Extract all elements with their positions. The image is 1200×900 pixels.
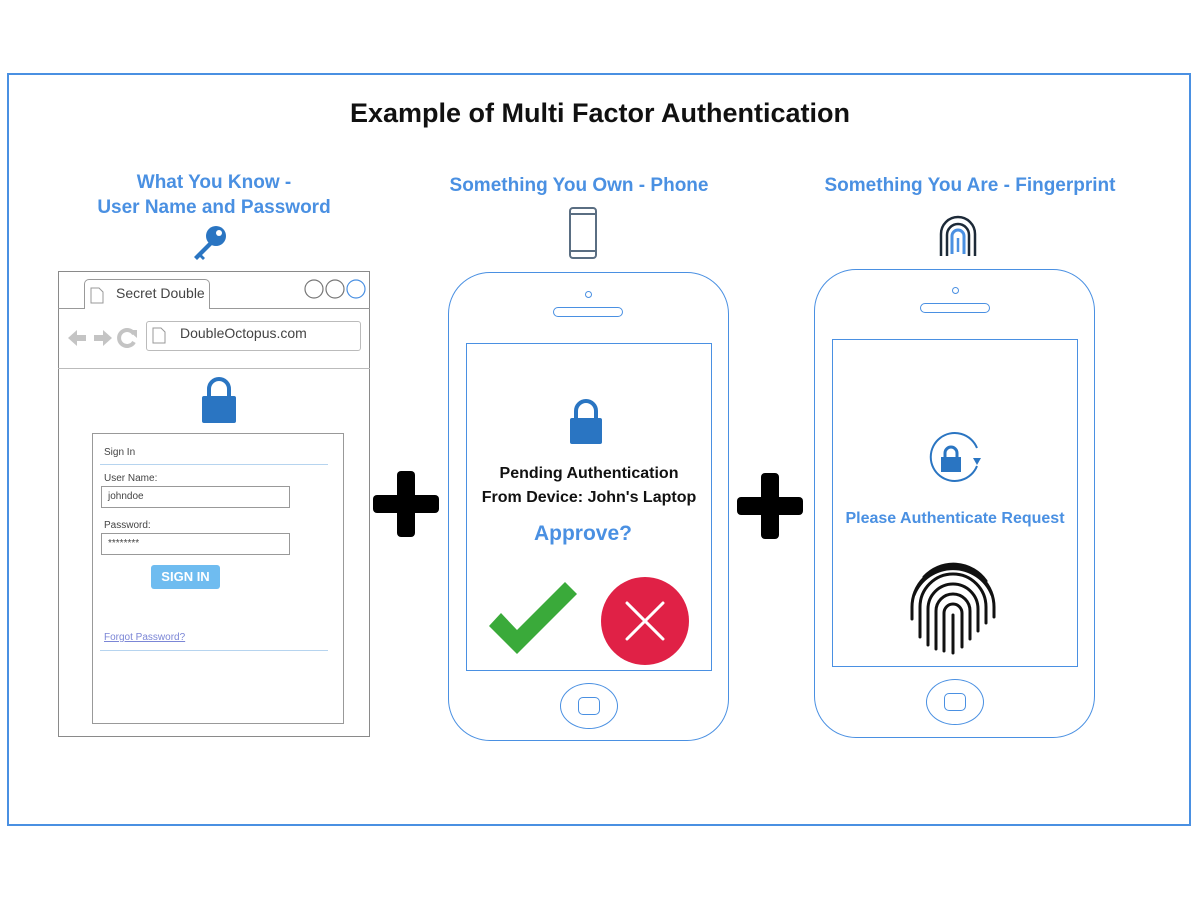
approve-check-icon[interactable] [485,578,580,658]
address-bar-url: DoubleOctopus.com [180,325,307,341]
phone-own-home-button[interactable] [560,683,618,729]
url-page-icon [152,327,166,344]
browser-tab-title: Secret Double [116,285,205,301]
nav-controls [68,328,137,348]
username-field[interactable]: johndoe [101,486,290,508]
refresh-lock-icon [929,432,981,482]
phone-are-home-button[interactable] [926,679,984,725]
password-field[interactable]: ******** [101,533,290,555]
column-know-heading-line1: What You Know - [136,172,292,193]
phone-are-home-square [944,693,966,711]
authenticate-message: Please Authenticate Request [845,510,1065,527]
lock-icon [570,399,602,444]
minimize-icon[interactable] [304,279,324,299]
form-divider-top [100,464,328,465]
phone-icon [569,207,597,259]
column-know-heading-line2: User Name and Password [97,197,331,218]
address-bar[interactable] [146,321,361,351]
column-are-heading: Something You Are - Fingerprint [824,175,1116,196]
lock-icon [202,377,236,423]
reload-icon[interactable] [117,328,137,348]
fingerprint-icon [939,215,977,256]
browser-tab[interactable] [84,279,210,309]
phone-own-camera [585,291,592,298]
forgot-password-link[interactable]: Forgot Password? [104,632,186,643]
pending-auth-line1: Pending Authentication [499,465,679,482]
phone-own-home-square [578,697,600,715]
tab-bar-divider [58,308,370,309]
username-label: User Name: [104,473,158,484]
key-icon [194,226,226,260]
phone-are-screen [832,339,1078,667]
sign-in-heading: Sign In [104,447,136,458]
pending-auth-line2: From Device: John's Laptop [481,489,697,506]
column-know-heading: What You Know - User Name and Password [64,170,364,220]
page-icon [90,287,104,304]
column-own-heading: Something You Own - Phone [449,175,709,196]
username-value: johndoe [108,491,144,502]
window-controls [304,279,366,299]
password-label: Password: [104,520,151,531]
phone-own-speaker [553,307,623,317]
deny-x-icon[interactable] [600,576,690,666]
fingerprint-scanner-icon[interactable] [906,559,1000,655]
diagram-title: Example of Multi Factor Authentication [349,98,851,128]
password-value: ******** [108,538,140,549]
plus-icon-2 [737,473,803,539]
close-icon[interactable] [346,279,366,299]
plus-icon [373,471,439,537]
phone-are-camera [952,287,959,294]
sign-in-button[interactable]: SIGN IN [151,565,220,589]
forward-arrow-icon[interactable] [94,330,112,346]
form-divider-bottom [100,650,328,651]
approve-question: Approve? [533,522,632,545]
phone-are-speaker [920,303,990,313]
maximize-icon[interactable] [325,279,345,299]
toolbar-divider [58,368,370,369]
back-arrow-icon[interactable] [68,330,86,346]
